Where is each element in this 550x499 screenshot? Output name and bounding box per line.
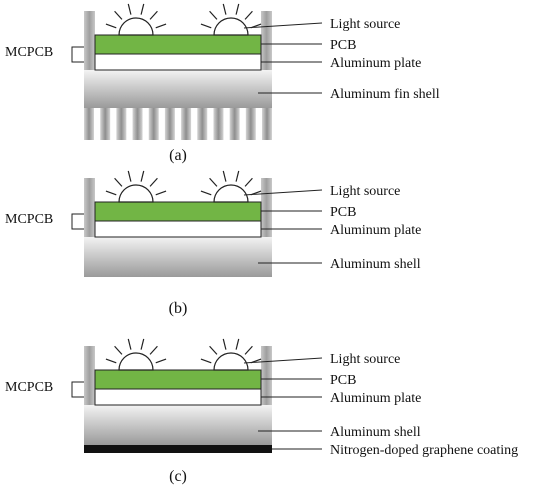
light-source-label: Light source (330, 352, 400, 367)
aluminum-plate-label: Aluminum plate (330, 223, 421, 238)
light-source-label: Light source (330, 17, 400, 32)
fin (148, 108, 159, 140)
pcb-label: PCB (330, 205, 356, 220)
pcb-label: PCB (330, 38, 356, 53)
fin (229, 108, 240, 140)
aluminum-plate-layer (94, 388, 262, 406)
light-rays-icon (105, 3, 167, 29)
pcb-layer (94, 201, 262, 222)
fin (100, 108, 111, 140)
graphene-coating-layer (84, 445, 272, 453)
aluminum-plate-label: Aluminum plate (330, 391, 421, 406)
shell-label: Aluminum fin shell (330, 87, 440, 102)
aluminum-plate-layer (94, 53, 262, 71)
fin (164, 108, 175, 140)
light-source-leader-line (243, 189, 323, 196)
fin (132, 108, 143, 140)
led-dome (213, 17, 249, 36)
mcpcb-bracket (71, 213, 84, 230)
mcpcb-bracket (71, 381, 84, 398)
mcpcb-label: MCPCB (5, 380, 53, 395)
fin (245, 108, 256, 140)
light-source-leader-line (243, 22, 323, 29)
panel-caption: (a) (169, 147, 187, 164)
fin (84, 108, 94, 140)
aluminum-plate-layer (94, 220, 262, 238)
light-source-leader-line (243, 357, 323, 364)
shell-right-wall (261, 178, 272, 237)
light-source-label: Light source (330, 184, 400, 199)
pcb-label: PCB (330, 373, 356, 388)
led-dome (118, 352, 154, 371)
fin (116, 108, 127, 140)
pcb-layer (94, 34, 262, 55)
shell-body (84, 405, 272, 445)
coating-label: Nitrogen-doped graphene coating (330, 443, 518, 458)
shell-right-wall (261, 11, 272, 70)
fin (262, 108, 272, 140)
fin (181, 108, 192, 140)
mcpcb-label: MCPCB (5, 212, 53, 227)
led-dome (118, 184, 154, 203)
panel-caption: (b) (169, 300, 188, 317)
shell-left-wall (84, 11, 95, 70)
shell-left-wall (84, 346, 95, 405)
fin (197, 108, 208, 140)
mcpcb-bracket (71, 46, 84, 63)
light-rays-icon (200, 338, 262, 364)
shell-label: Aluminum shell (330, 257, 421, 272)
shell-label: Aluminum shell (330, 425, 421, 440)
aluminum-plate-label: Aluminum plate (330, 56, 421, 71)
led-dome (213, 184, 249, 203)
light-rays-icon (105, 338, 167, 364)
led-dome (213, 352, 249, 371)
shell-right-wall (261, 346, 272, 405)
panel-caption: (c) (169, 468, 187, 485)
shell-left-wall (84, 178, 95, 237)
pcb-layer (94, 369, 262, 390)
mcpcb-label: MCPCB (5, 45, 53, 60)
fin (213, 108, 224, 140)
shell-body (84, 70, 272, 108)
light-rays-icon (105, 170, 167, 196)
shell-body (84, 237, 272, 277)
led-dome (118, 17, 154, 36)
